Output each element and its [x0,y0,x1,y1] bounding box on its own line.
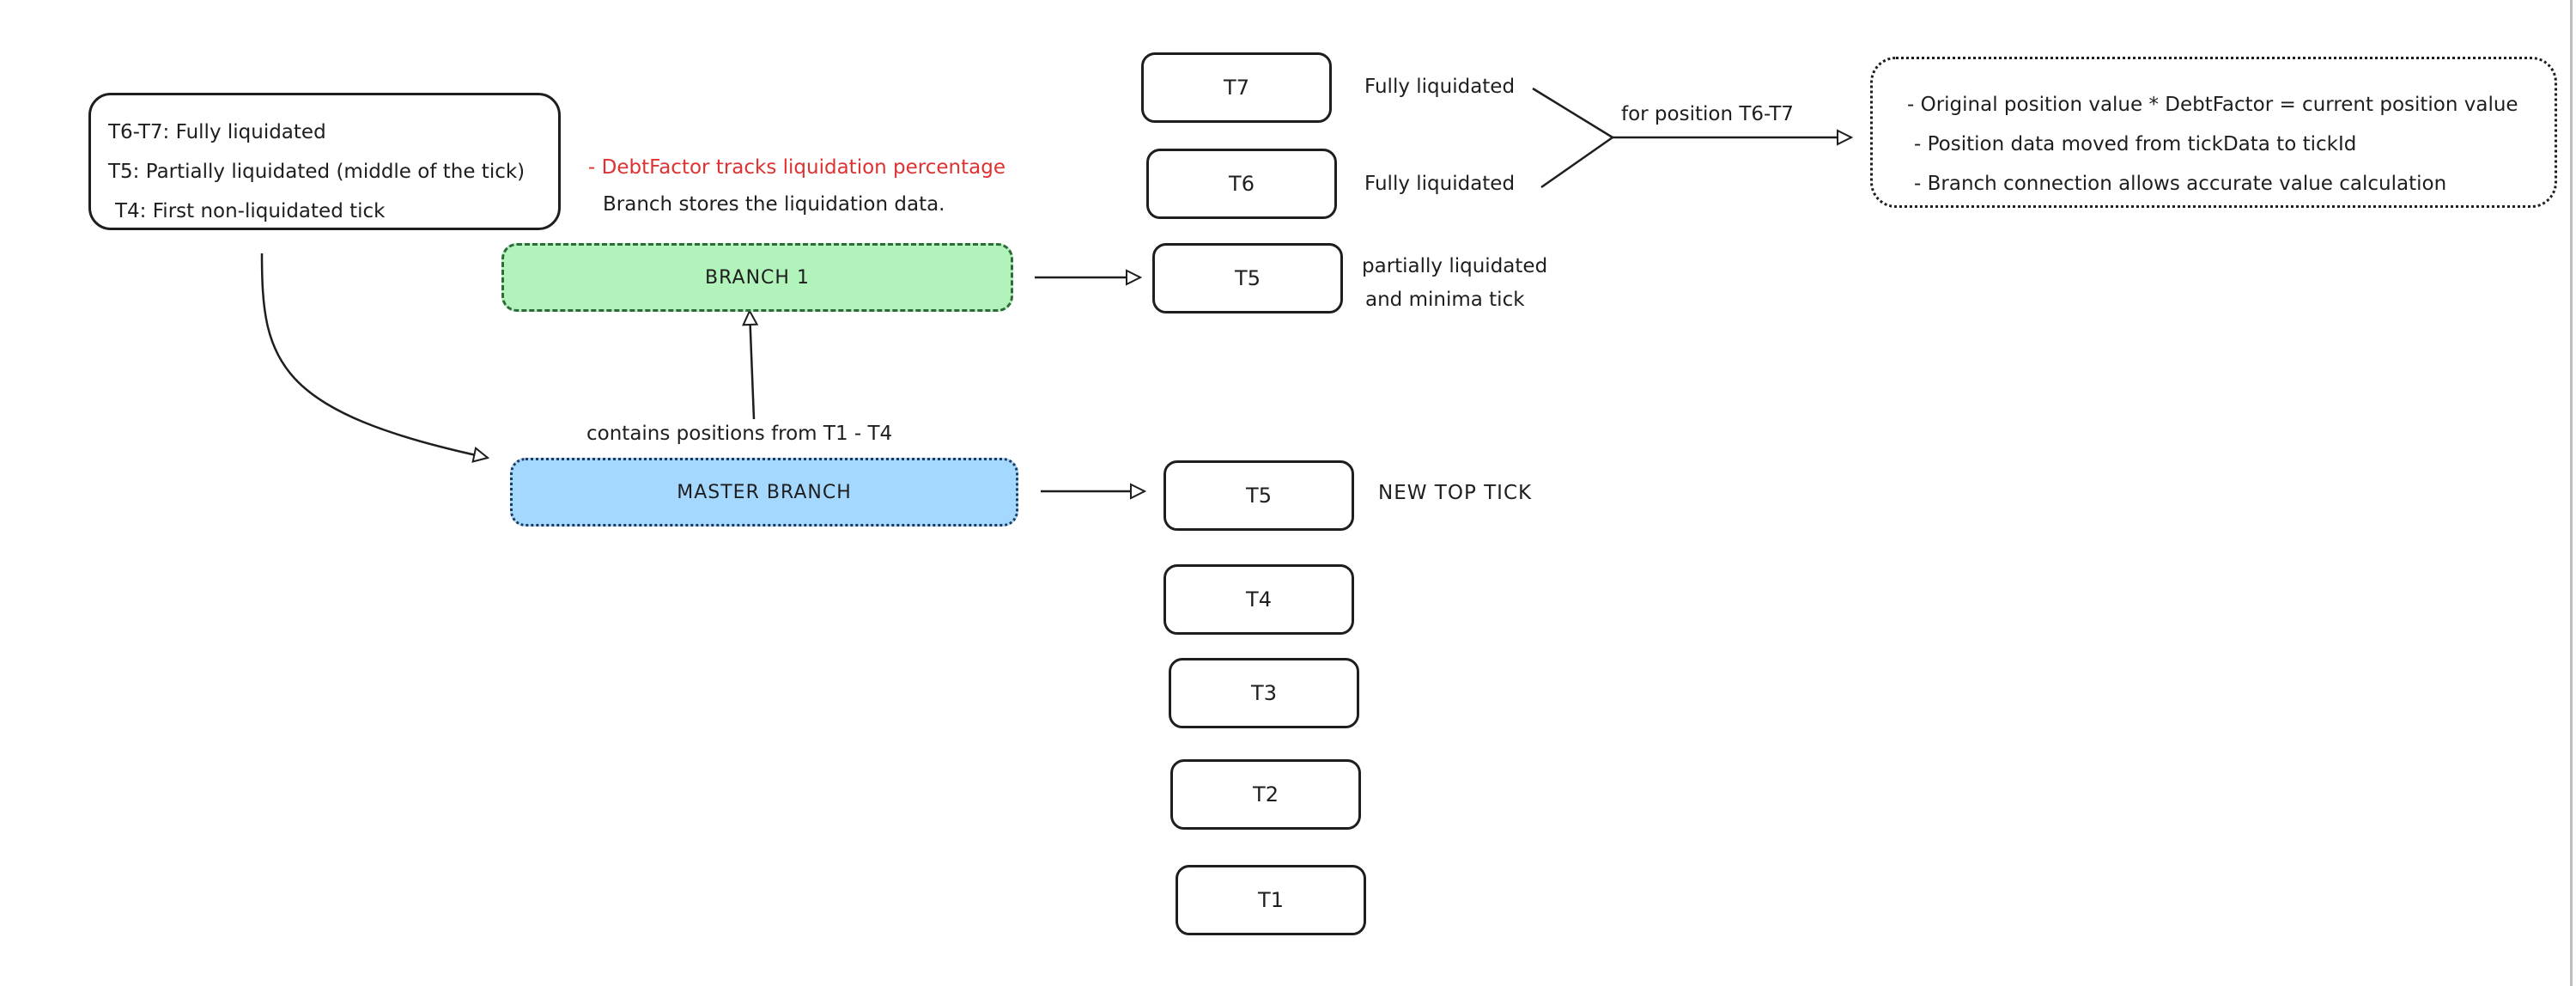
legend-box: T6-T7: Fully liquidated T5: Partially li… [88,93,561,230]
tick-t1: T1 [1176,865,1366,935]
tick-t6-note: Fully liquidated [1364,173,1516,195]
canvas-edge-divider [2570,0,2573,986]
tick-t5-note-line1: partially liquidated [1362,255,1548,277]
note-branch-stores: Branch stores the liquidation data. [603,193,945,216]
tick-t5-note-line2: and minima tick [1365,289,1525,311]
legend-line-t5: T5: Partially liquidated (middle of the … [108,161,526,183]
legend-line-t6-t7: T6-T7: Fully liquidated [108,121,326,143]
tick-t4: T4 [1163,564,1354,635]
summary-line-3: - Branch connection allows accurate valu… [1914,173,2447,195]
bracket-t6 [1540,136,1613,189]
bracket-t7 [1532,87,1613,139]
tick-t5-top: T5 [1163,460,1354,531]
legend-line-t4: T4: First non-liquidated tick [115,200,386,222]
summary-line-2: - Position data moved from tickData to t… [1914,133,2357,155]
summary-line-1: - Original position value * DebtFactor =… [1907,94,2518,116]
tick-t6: T6 [1146,149,1337,219]
arrow-legend-to-master [260,253,488,458]
tick-t5-liquidated: T5 [1152,243,1343,313]
branch-1-box: BRANCH 1 [501,243,1013,312]
for-position-label: for position T6-T7 [1621,103,1794,125]
tick-t2: T2 [1170,759,1361,830]
tick-t3: T3 [1169,658,1359,728]
new-top-tick-label: NEW TOP TICK [1378,482,1533,504]
contains-positions-label: contains positions from T1 - T4 [586,423,893,445]
note-debt-factor: - DebtFactor tracks liquidation percenta… [588,156,1005,179]
master-branch-box: MASTER BRANCH [510,458,1018,526]
arrow-master-to-branch1 [750,311,754,420]
tick-t7: T7 [1141,52,1332,123]
tick-t7-note: Fully liquidated [1364,76,1516,98]
summary-box: - Original position value * DebtFactor =… [1870,57,2557,208]
